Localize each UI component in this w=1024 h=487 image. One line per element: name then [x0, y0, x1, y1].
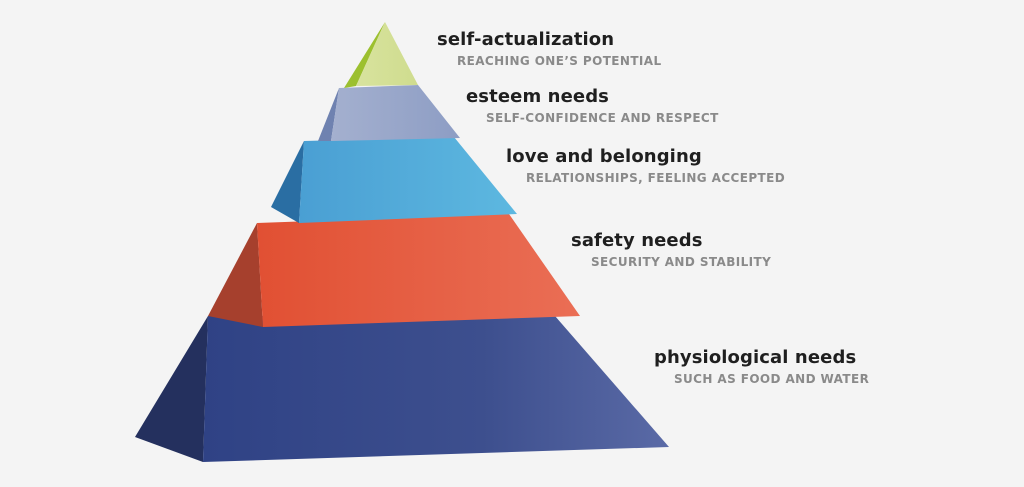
level-subtitle: RELATIONSHIPS, FEELING ACCEPTED: [526, 171, 786, 185]
pyramid-level-physiological: [135, 316, 669, 462]
level-title: love and belonging: [506, 146, 702, 167]
level-title: safety needs: [571, 230, 703, 251]
level-label-safety: safety needs SECURITY AND STABILITY: [571, 230, 771, 269]
pyramid-level-self-actualization: [344, 22, 418, 88]
pyramid-level-esteem: [318, 85, 460, 141]
level-label-love: love and belonging RELATIONSHIPS, FEELIN…: [506, 146, 785, 185]
level-label-physiological: physiological needs SUCH AS FOOD AND WAT…: [654, 347, 869, 386]
level-title: physiological needs: [654, 347, 857, 368]
level-subtitle: SELF-CONFIDENCE AND RESPECT: [486, 111, 719, 125]
level-label-esteem: esteem needs SELF-CONFIDENCE AND RESPECT: [466, 86, 719, 125]
level-title: esteem needs: [466, 86, 609, 107]
level-title: self-actualization: [437, 29, 615, 50]
level-subtitle: REACHING ONE’S POTENTIAL: [457, 54, 662, 68]
level-subtitle: SUCH AS FOOD AND WATER: [674, 372, 870, 386]
level-label-self-actualization: self-actualization REACHING ONE’S POTENT…: [437, 29, 662, 68]
level-subtitle: SECURITY AND STABILITY: [591, 255, 772, 269]
pyramid-level-safety: [208, 214, 580, 327]
pyramid-level-love: [271, 137, 517, 223]
